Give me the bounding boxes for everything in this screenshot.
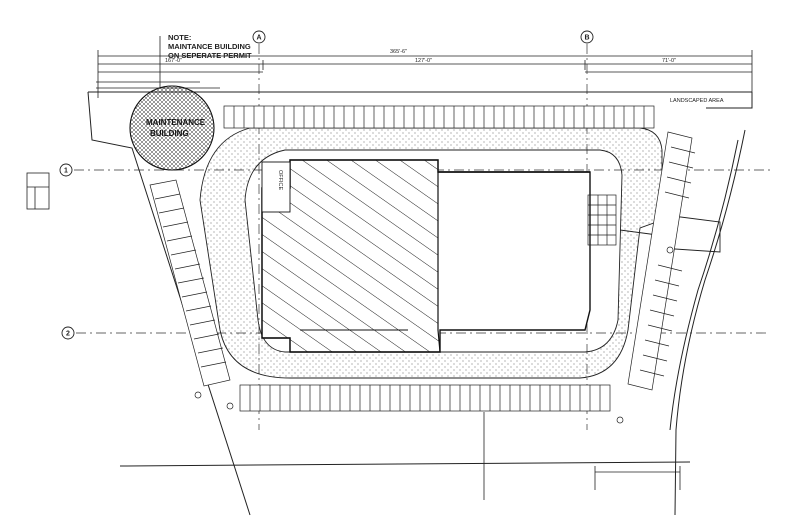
entry-stair-grid	[587, 194, 617, 246]
office-label: OFFICE	[277, 170, 283, 190]
property-line	[87, 91, 753, 516]
top-dimension-lines	[96, 50, 753, 98]
maintenance-note: NOTE: MAINTANCE BUILDING ON SEPERATE PER…	[159, 33, 252, 88]
segment-c-dimension-label: 71'-0"	[662, 58, 676, 64]
maintenance-label-line2: BUILDING	[150, 129, 189, 138]
landscaped-area-label: LANDSCAPED AREA	[670, 98, 724, 104]
parking-row-right	[627, 131, 696, 391]
bottom-dimension-lines	[483, 412, 681, 500]
maintenance-label-line1: MAINTENANCE	[146, 118, 206, 127]
note-line-1: MAINTANCE BUILDING	[168, 42, 251, 51]
office-area: OFFICE	[261, 161, 291, 213]
north-key-box	[26, 172, 50, 210]
grid-bubble-b: B	[580, 30, 594, 44]
note-line-2: ON SEPERATE PERMIT	[168, 51, 252, 60]
parking-row-top	[223, 105, 655, 129]
callout-markers	[194, 246, 674, 424]
maintenance-building: MAINTENANCE BUILDING	[129, 85, 215, 171]
segment-a-dimension-label: 167'-0"	[165, 58, 182, 64]
svg-text:A: A	[257, 35, 262, 42]
parking-row-bottom	[239, 384, 611, 412]
parking-row-left	[149, 179, 231, 387]
grid-bubble-2: 2	[61, 326, 75, 340]
overall-dimension-label: 365'-6"	[390, 49, 407, 55]
grid-bubble-a: A	[252, 30, 266, 44]
svg-text:B: B	[585, 35, 590, 42]
svg-text:2: 2	[66, 331, 70, 338]
segment-b-dimension-label: 127'-0"	[415, 58, 432, 64]
main-building	[261, 159, 591, 353]
svg-text:1: 1	[64, 168, 68, 175]
note-title: NOTE:	[168, 33, 191, 42]
grid-bubble-1: 1	[59, 163, 73, 177]
